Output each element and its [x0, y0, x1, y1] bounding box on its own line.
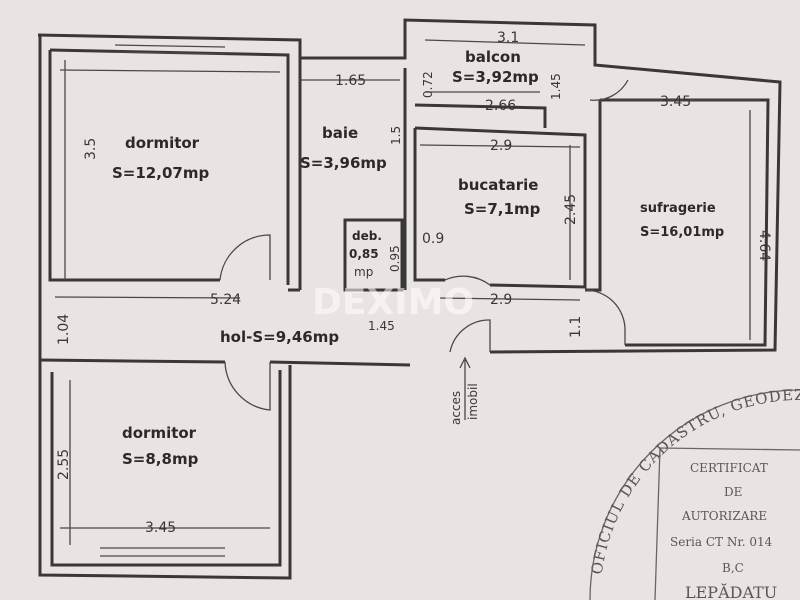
- room-name-debara: deb.: [352, 229, 382, 243]
- dim-baie-height: 1.5: [389, 126, 403, 145]
- watermark-logo: DEXIMO: [312, 282, 474, 323]
- dim-hol-height: 1.04: [56, 314, 72, 345]
- access-label-2: imobil: [466, 383, 480, 420]
- stamp-line-1: CERTIFICAT: [690, 461, 768, 475]
- dim-hol-right: 2.9: [490, 292, 512, 308]
- room-area-debara: 0,85: [349, 247, 379, 261]
- access-arrow-icon: [459, 356, 471, 420]
- dim-debara-height: 0.95: [388, 245, 402, 272]
- dim-dormitor-2-height: 2.55: [56, 449, 72, 480]
- dim-dormitor-1-height: 3.5: [83, 138, 99, 160]
- dim-balcon-right: 1.45: [549, 73, 563, 100]
- dim-bucatarie-door: 0.9: [422, 231, 444, 247]
- dim-sufragerie-width: 3.45: [660, 94, 691, 110]
- stamp-line-5: B,C: [722, 561, 744, 575]
- dim-balcon-bottom: 2.66: [485, 98, 516, 114]
- room-area-baie: S=3,96mp: [300, 154, 387, 172]
- dim-hol-right-height: 1.1: [568, 316, 584, 338]
- stamp-line-3: AUTORIZARE: [681, 509, 767, 523]
- dim-hol-left: 5.24: [210, 292, 241, 308]
- room-area-bucatarie: S=7,1mp: [464, 200, 541, 218]
- dim-dormitor-2-width: 3.45: [145, 520, 176, 536]
- room-name-hol: hol-S=9,46mp: [220, 328, 339, 346]
- stamp-line-2: DE: [724, 485, 742, 499]
- dim-debara-width: 1.45: [368, 319, 395, 333]
- dim-bucatarie-height: 2.45: [563, 194, 579, 225]
- room-area-sufragerie: S=16,01mp: [640, 225, 724, 240]
- stamp-line-6: LEPĂDATU: [685, 582, 777, 600]
- stamp-line-4: Seria CT Nr. 014: [670, 535, 773, 549]
- walls: [37, 18, 782, 580]
- room-area-dormitor-2: S=8,8mp: [122, 450, 199, 468]
- room-area-dormitor-1: S=12,07mp: [112, 164, 209, 182]
- dim-bucatarie-width: 2.9: [490, 138, 512, 154]
- dim-balcon-left: 0.72: [421, 71, 435, 98]
- dim-balcon-top: 3.1: [497, 30, 519, 46]
- dim-sufragerie-height: 4.64: [756, 230, 772, 261]
- room-area-balcon: S=3,92mp: [452, 68, 539, 86]
- certification-stamp: OFICIUL DE CADASTRU, GEODEZ CERTIFICAT D…: [588, 386, 800, 600]
- room-name-bucatarie: bucatarie: [458, 176, 538, 194]
- dim-baie-width: 1.65: [335, 73, 366, 89]
- room-name-dormitor-1: dormitor: [125, 134, 200, 152]
- room-unit-debara: mp: [354, 265, 373, 279]
- access-label-1: acces: [449, 391, 463, 425]
- room-name-sufragerie: sufragerie: [640, 201, 716, 216]
- room-name-balcon: balcon: [465, 48, 521, 66]
- room-name-baie: baie: [322, 124, 358, 142]
- room-name-dormitor-2: dormitor: [122, 424, 197, 442]
